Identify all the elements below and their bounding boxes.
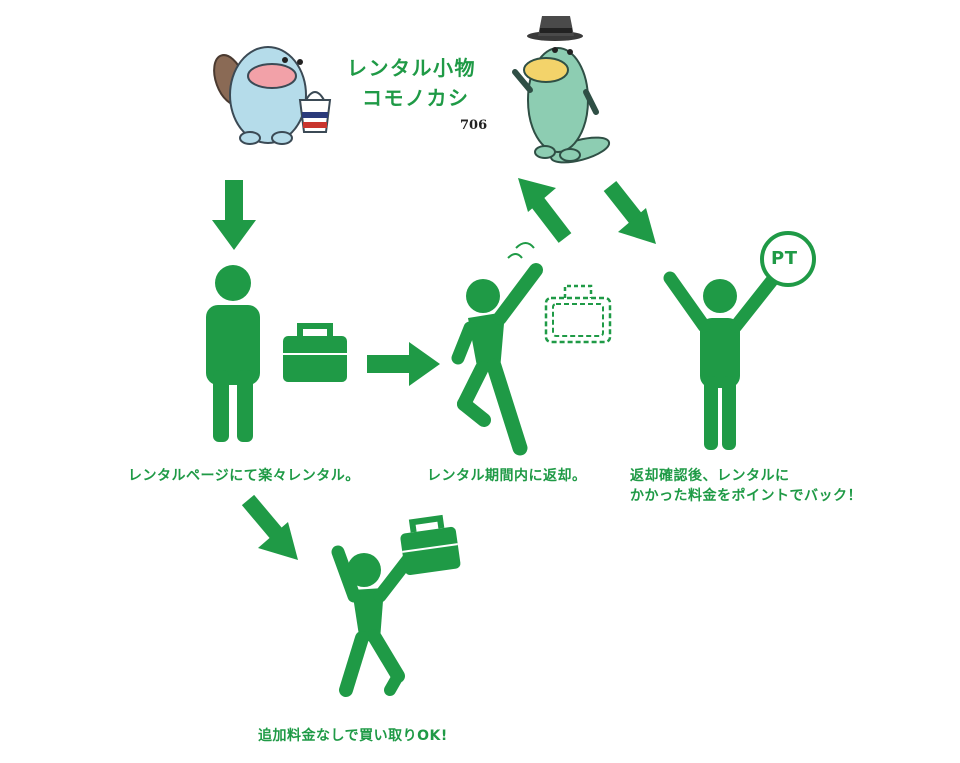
arrow-up-icon (518, 178, 572, 243)
arrow-down-right-buy-icon (241, 494, 298, 560)
platypus-mascot-green-icon (512, 16, 611, 164)
pt-badge-label: PT (771, 248, 798, 269)
arrow-right-icon (367, 342, 440, 386)
briefcase-bought-icon (400, 514, 461, 576)
platypus-mascot-blue-icon (213, 46, 332, 145)
step-buy-label: 追加料金なしで買い取りOK! (258, 728, 448, 744)
arrow-down-icon (212, 180, 256, 250)
briefcase-icon (283, 323, 347, 382)
arrow-down-right-icon (603, 181, 656, 244)
title-line-1: レンタル小物 (347, 56, 476, 80)
step-return-label: レンタル期間内に返却。 (427, 468, 587, 484)
step-rent-label: レンタルページにて楽々レンタル。 (128, 468, 360, 484)
step-points-label-1: 返却確認後、レンタルに (630, 468, 790, 484)
logo-706: 706 (460, 118, 488, 133)
title-line-2: コモノカシ (362, 86, 470, 110)
person-points-icon (663, 271, 781, 450)
pt-badge-icon (760, 231, 816, 287)
person-returning-icon (451, 242, 543, 456)
briefcase-dashed-icon (544, 284, 612, 344)
person-renting-icon (206, 265, 260, 442)
person-buying-icon (331, 545, 421, 697)
step-points-label-2: かかった料金をポイントでバック！ (630, 488, 862, 504)
